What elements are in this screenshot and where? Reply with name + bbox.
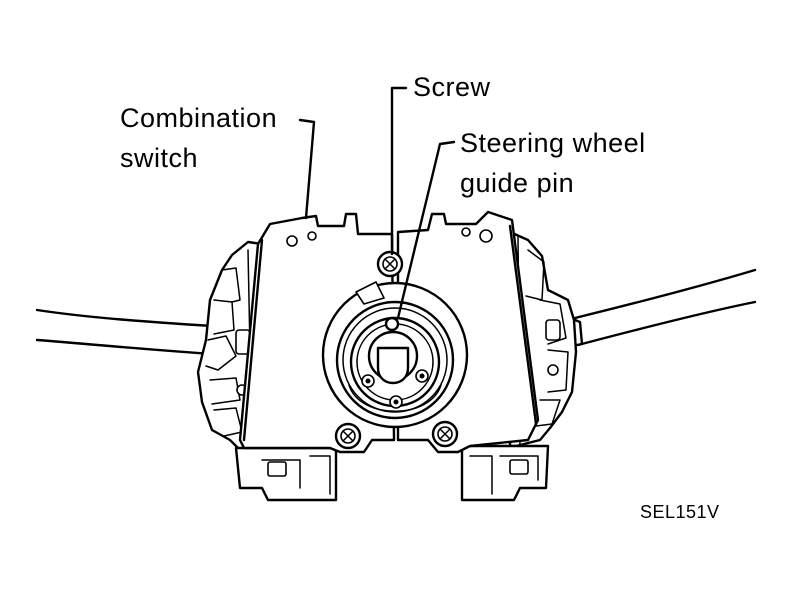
combination-switch-label-line2: switch [120,143,199,173]
guide-pin-leader [396,140,456,320]
leader-lines [298,86,456,320]
right-stalk [568,268,757,348]
top-screw [376,250,404,278]
left-stalk [35,308,214,356]
steering-wheel-label-line1: Steering wheel [460,128,646,158]
combination-switch-leader [298,118,316,220]
bottom-brackets [234,444,550,502]
combination-switch-label-line1: Combination [120,103,278,133]
screw-leader [390,86,408,256]
lower-right-screw [431,420,459,448]
figure-code: SEL151V [640,502,720,522]
steering-wheel-label-line2: guide pin [460,168,575,198]
lower-left-screw [334,422,362,450]
screw-label: Screw [413,72,491,102]
center-hub [321,281,469,429]
